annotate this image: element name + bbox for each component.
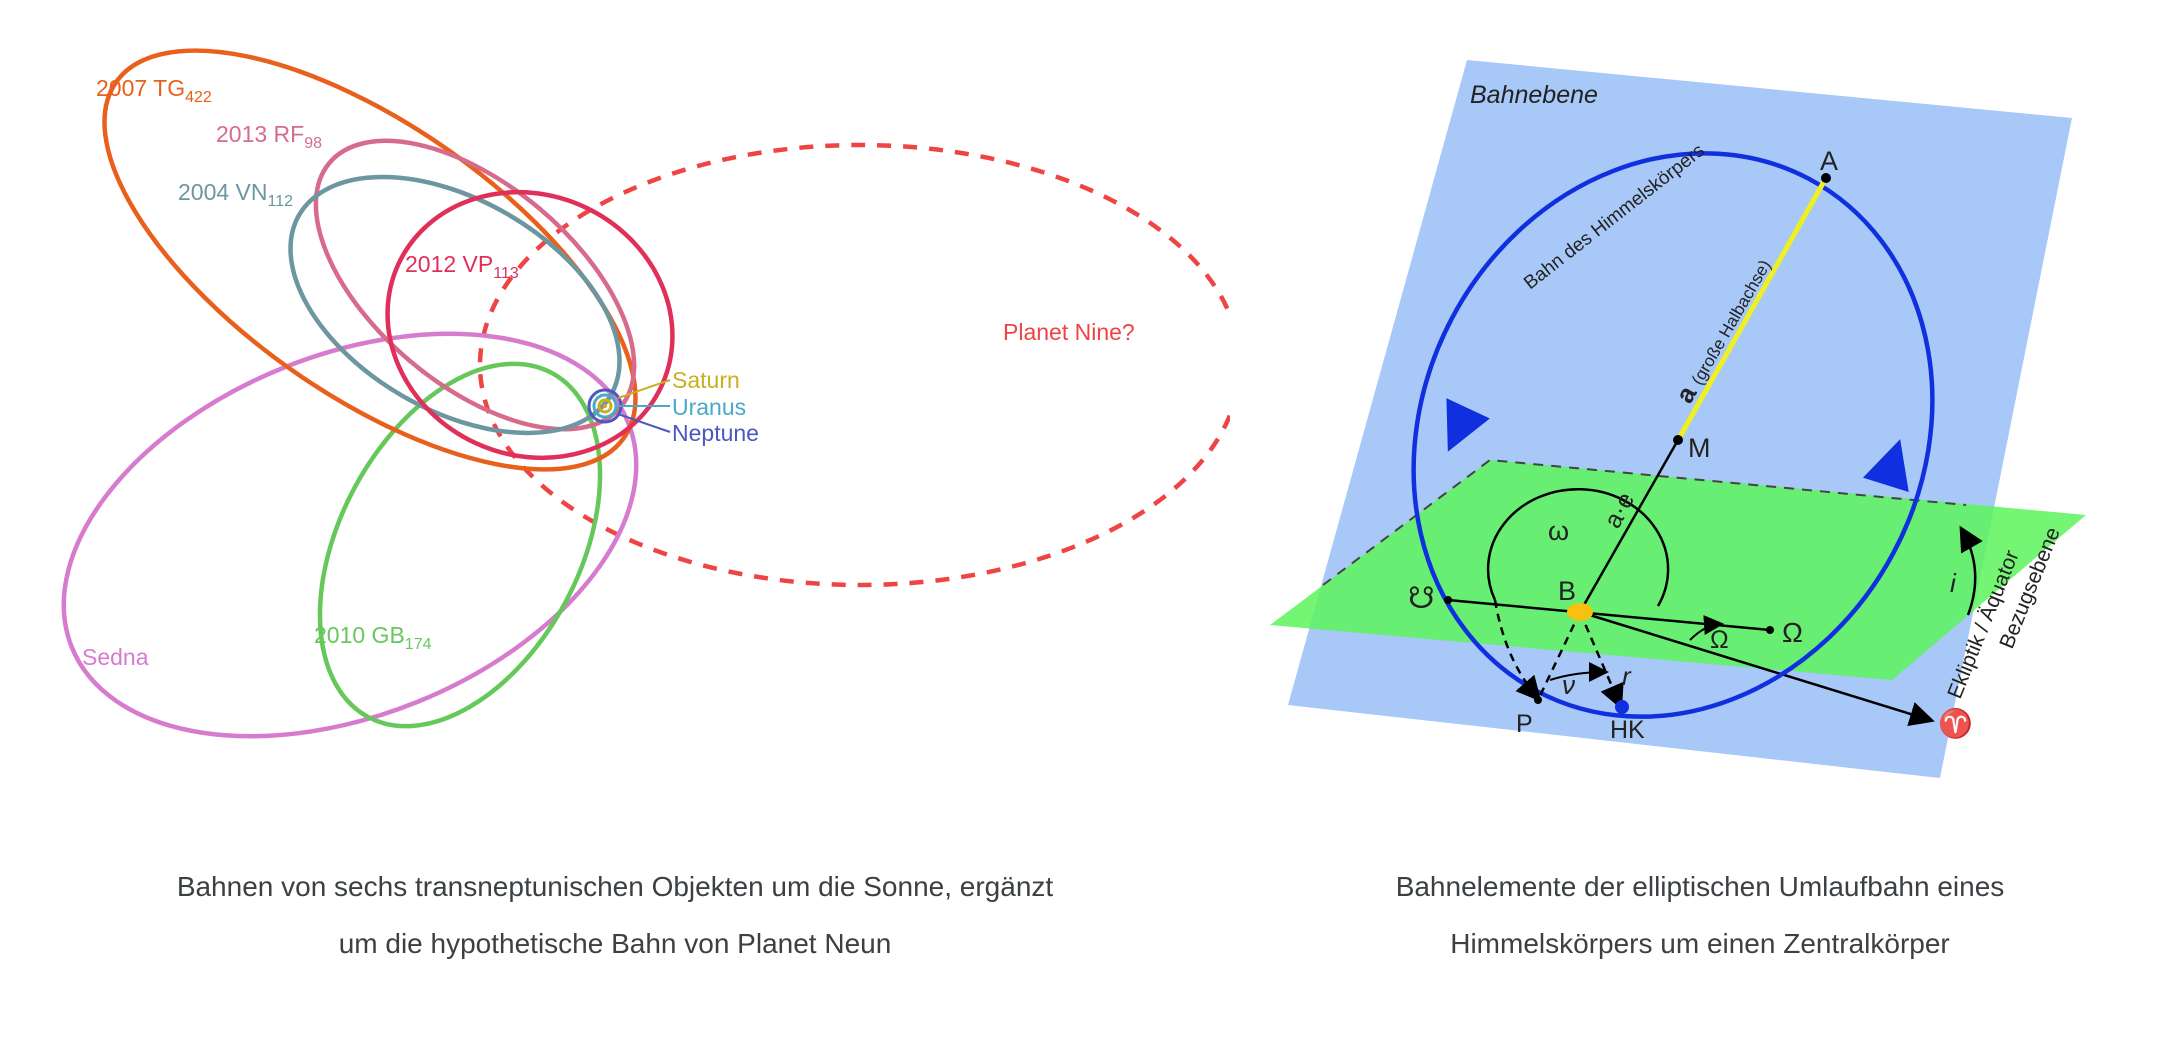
label-Omega-angle: Ω xyxy=(1710,626,1729,654)
label-ascending-node: Ω xyxy=(1782,617,1803,648)
label-2004-vn112: 2004 VN112 xyxy=(178,179,293,210)
caption-right: Bahnelemente der elliptischen Umlaufbahn… xyxy=(1250,858,2150,972)
orbit-2010-gb174 xyxy=(317,361,603,729)
label-uranus: Uranus xyxy=(672,394,746,420)
focal-line xyxy=(1578,439,1680,613)
label-sedna: Sedna xyxy=(82,644,149,670)
label-r: r xyxy=(1622,661,1632,691)
body-dot xyxy=(1615,700,1629,714)
label-nu: ν xyxy=(1562,670,1575,700)
tno-orbits-diagram: 2007 TG422 2013 RF98 2004 VN112 2012 VP1… xyxy=(0,0,1243,800)
Omega-arc xyxy=(1689,615,1724,641)
omega-arc xyxy=(1486,488,1670,607)
label-2012-vp113: 2012 VP113 xyxy=(405,251,519,282)
label-planet-nine: Planet Nine? xyxy=(1003,319,1135,345)
nu-arc xyxy=(1549,662,1609,683)
label-saturn: Saturn xyxy=(672,367,740,393)
uranus-orbit xyxy=(592,393,618,419)
orbit-2007-tg422 xyxy=(102,48,638,472)
line-to-perihelion xyxy=(1536,611,1582,701)
label-neptune: Neptune xyxy=(672,420,759,446)
orbit-sedna xyxy=(61,331,639,739)
caption-right-line-2: Himmelskörpers um einen Zentralkörper xyxy=(1450,928,1950,959)
label-inclination: i xyxy=(1950,568,1957,598)
point-m-dot xyxy=(1673,435,1683,445)
caption-left-line-2: um die hypothetische Bahn von Planet Neu… xyxy=(338,928,892,959)
label-2010-gb174: 2010 GB174 xyxy=(314,622,432,653)
label-bahnebene: Bahnebene xyxy=(1470,81,1598,109)
label-2013-rf98: 2013 RF98 xyxy=(216,121,322,152)
label-point-hk: HK xyxy=(1610,716,1645,744)
tno-orbits-svg: 2007 TG422 2013 RF98 2004 VN112 2012 VP1… xyxy=(61,48,1243,739)
line-to-body xyxy=(1578,611,1624,710)
orbit-2012-vp113 xyxy=(385,189,675,461)
vernal-direction xyxy=(1579,610,1935,727)
label-point-m: M xyxy=(1688,433,1711,463)
orbital-elements-diagram: Bahnebene Bahn des Himmelskörpers a (gro… xyxy=(1240,0,2166,800)
central-body xyxy=(1567,603,1593,621)
major-axis xyxy=(1675,176,1829,442)
caption-left: Bahnen von sechs transneptunischen Objek… xyxy=(90,858,1140,972)
orbital-elements-svg: Bahnebene Bahn des Himmelskörpers a (gro… xyxy=(1270,60,2086,778)
reference-plane xyxy=(1270,460,2086,680)
reference-plane-hidden-edge xyxy=(1322,458,1967,586)
label-descending-node: ☋ xyxy=(1408,582,1435,615)
label-point-a: A xyxy=(1820,146,1838,176)
label-2007-tg422: 2007 TG422 xyxy=(96,75,212,106)
label-omega-small: ω xyxy=(1548,516,1569,546)
perihelion-dot xyxy=(1534,696,1542,704)
descending-node-dot xyxy=(1444,596,1452,604)
ascending-node-dot xyxy=(1766,626,1774,634)
saturn-orbit xyxy=(597,398,613,414)
orbit-arrow-right xyxy=(1862,439,1909,493)
point-a-dot xyxy=(1821,173,1831,183)
label-point-p: P xyxy=(1516,710,1533,738)
perihelion-arc xyxy=(1493,599,1542,702)
label-point-b: B xyxy=(1558,576,1576,606)
inclination-arc xyxy=(1959,525,1983,616)
sun xyxy=(603,404,607,408)
caption-left-line-1: Bahnen von sechs transneptunischen Objek… xyxy=(176,871,1054,902)
orbit-arrow-left xyxy=(1446,398,1490,452)
label-vernal-point: ♈ xyxy=(1938,707,1973,740)
caption-right-line-1: Bahnelemente der elliptischen Umlaufbahn… xyxy=(1395,871,2005,902)
